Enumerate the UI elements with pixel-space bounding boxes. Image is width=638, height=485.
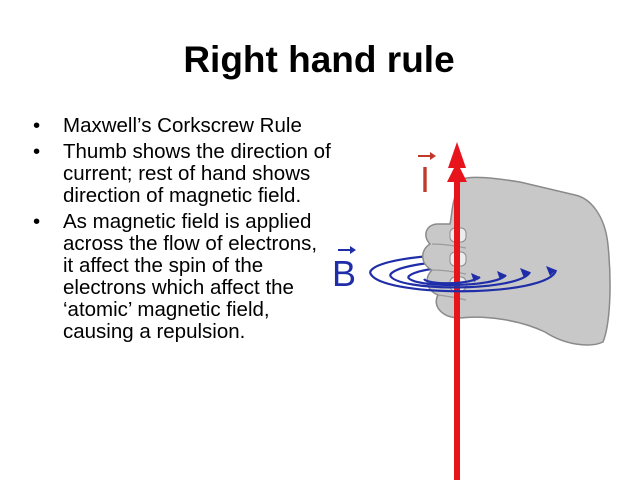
field-line [388, 271, 531, 289]
bullet-marker: • [33, 140, 41, 163]
field-line [368, 269, 558, 293]
current-arrowhead [447, 162, 467, 182]
right-hand-rule-diagram: I B [320, 120, 620, 480]
field-arrowhead [520, 268, 530, 278]
finger-crease [431, 269, 467, 275]
current-arrowhead-top [448, 142, 466, 168]
field-label: B [332, 253, 357, 294]
field-arrowhead [471, 273, 480, 282]
current-label: I [420, 159, 431, 200]
hand-diagram-svg [338, 142, 611, 480]
bullet-text: Maxwell’s Corkscrew Rule [63, 114, 302, 137]
bullet-item: • Maxwell’s Corkscrew Rule [33, 115, 333, 137]
field-arrowhead [546, 266, 556, 276]
field-vector-bar-head [350, 246, 356, 254]
vector-bars [338, 152, 436, 254]
slide-title: Right hand rule [183, 39, 455, 80]
bullet-item: • Thumb shows the direction of current; … [33, 141, 333, 207]
bullet-marker: • [33, 210, 41, 233]
field-arrowheads [471, 266, 556, 282]
bullet-marker: • [33, 114, 41, 137]
bullet-list: • Maxwell’s Corkscrew Rule • Thumb shows… [33, 115, 333, 347]
hand-icon [422, 176, 611, 346]
finger-crease [431, 243, 467, 249]
bullet-text: Thumb shows the direction of current; re… [63, 140, 331, 207]
bullet-item: • As magnetic field is applied across th… [33, 211, 333, 343]
current-arrow [447, 142, 467, 480]
hand-shape [422, 176, 611, 346]
current-vector-bar-head [430, 152, 436, 160]
finger-crease [437, 294, 467, 301]
field-arrowhead [497, 271, 506, 280]
bullet-text: As magnetic field is applied across the … [63, 210, 318, 343]
